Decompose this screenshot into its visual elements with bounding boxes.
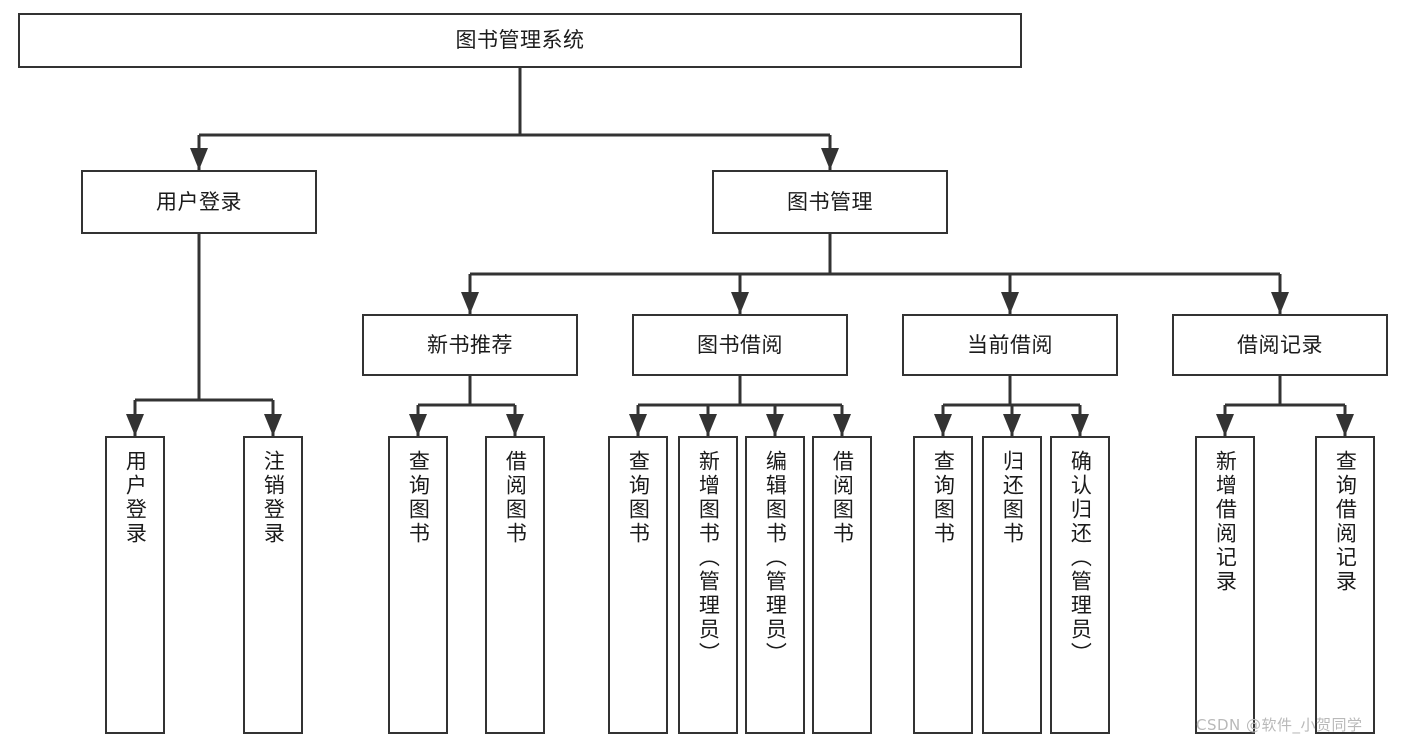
node-l1a: 用户登录 [81, 170, 317, 234]
node-leaf9: 查询图书 [913, 436, 973, 734]
node-l2c: 当前借阅 [902, 314, 1118, 376]
node-l2b: 图书借阅 [632, 314, 848, 376]
node-label: 编辑图书（管理员） [763, 450, 788, 666]
node-leaf12: 新增借阅记录 [1195, 436, 1255, 734]
watermark-label: CSDN @软件_小贺同学 [1196, 716, 1363, 734]
node-label: 查询借阅记录 [1333, 450, 1358, 594]
node-label: 图书借阅 [697, 332, 783, 357]
node-label: 借阅图书 [830, 450, 855, 546]
node-label: 归还图书 [1000, 450, 1025, 546]
node-label: 确认归还（管理员） [1068, 450, 1093, 666]
node-leaf2: 注销登录 [243, 436, 303, 734]
node-leaf7: 编辑图书（管理员） [745, 436, 805, 734]
node-label: 当前借阅 [967, 332, 1053, 357]
node-label: 借阅图书 [503, 450, 528, 546]
node-label: 新增图书（管理员） [696, 450, 721, 666]
node-leaf11: 确认归还（管理员） [1050, 436, 1110, 734]
node-leaf4: 借阅图书 [485, 436, 545, 734]
node-label: 查询图书 [931, 450, 956, 546]
node-label: 新书推荐 [427, 332, 513, 357]
node-label: 图书管理 [787, 189, 873, 214]
node-leaf6: 新增图书（管理员） [678, 436, 738, 734]
node-leaf5: 查询图书 [608, 436, 668, 734]
node-label: 用户登录 [156, 189, 242, 214]
node-label: 借阅记录 [1237, 332, 1323, 357]
node-label: 新增借阅记录 [1213, 450, 1238, 594]
node-l1b: 图书管理 [712, 170, 948, 234]
node-leaf3: 查询图书 [388, 436, 448, 734]
node-label: 查询图书 [406, 450, 431, 546]
node-leaf10: 归还图书 [982, 436, 1042, 734]
node-leaf8: 借阅图书 [812, 436, 872, 734]
node-label: 注销登录 [261, 450, 286, 546]
node-label: 图书管理系统 [455, 28, 585, 52]
node-label: 用户登录 [123, 450, 148, 546]
node-l2a: 新书推荐 [362, 314, 578, 376]
node-label: 查询图书 [626, 450, 651, 546]
node-leaf13: 查询借阅记录 [1315, 436, 1375, 734]
node-leaf1: 用户登录 [105, 436, 165, 734]
node-l2d: 借阅记录 [1172, 314, 1388, 376]
node-root: 图书管理系统 [18, 13, 1022, 68]
